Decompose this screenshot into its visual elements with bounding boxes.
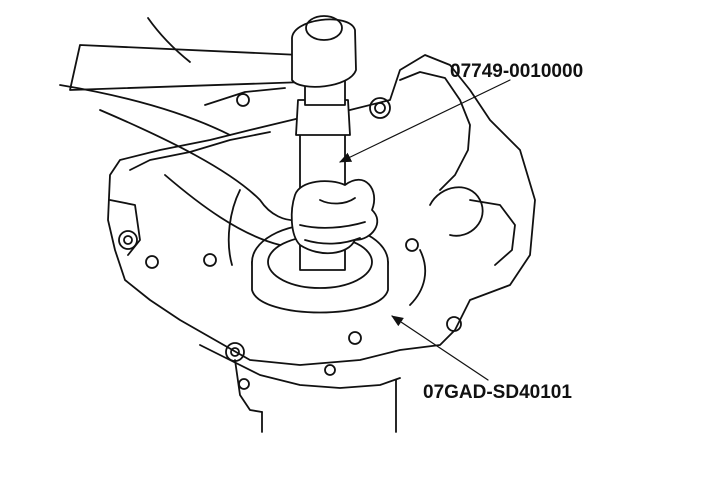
leader-line-lower (391, 315, 489, 381)
bolt-holes (118, 93, 462, 390)
hand-holding-hammer (59, 17, 231, 136)
support-stand (261, 379, 397, 433)
hammer (69, 15, 357, 91)
leader-line-upper (339, 79, 511, 163)
callout-lower-part-number: 07GAD-SD40101 (423, 382, 572, 403)
hand-holding-tool (99, 109, 379, 255)
callout-upper-part-number: 07749-0010000 (450, 61, 583, 82)
